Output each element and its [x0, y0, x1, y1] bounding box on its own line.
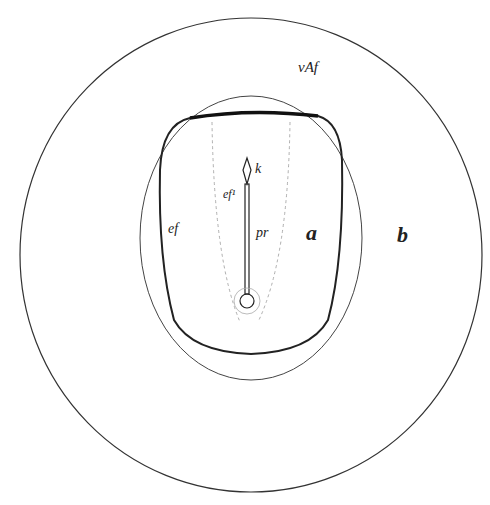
part-label: vAf [298, 60, 318, 75]
part-label: pr [256, 226, 268, 240]
primitive-streak [245, 184, 249, 294]
vascular-area-outline [140, 96, 362, 380]
part-label: ef¹ [223, 188, 235, 200]
part-label: k [255, 162, 261, 176]
shield-line [212, 122, 240, 322]
outer-area-outline [20, 18, 482, 492]
head-process [243, 158, 251, 184]
part-label: b [397, 224, 408, 246]
streak-end-halo [234, 288, 260, 314]
part-label: a [306, 222, 317, 244]
part-label: ef [168, 222, 178, 236]
streak-end [240, 294, 254, 308]
pellucid-area-outline [160, 112, 342, 354]
anterior-thickening [190, 112, 318, 118]
shield-line [258, 122, 290, 322]
